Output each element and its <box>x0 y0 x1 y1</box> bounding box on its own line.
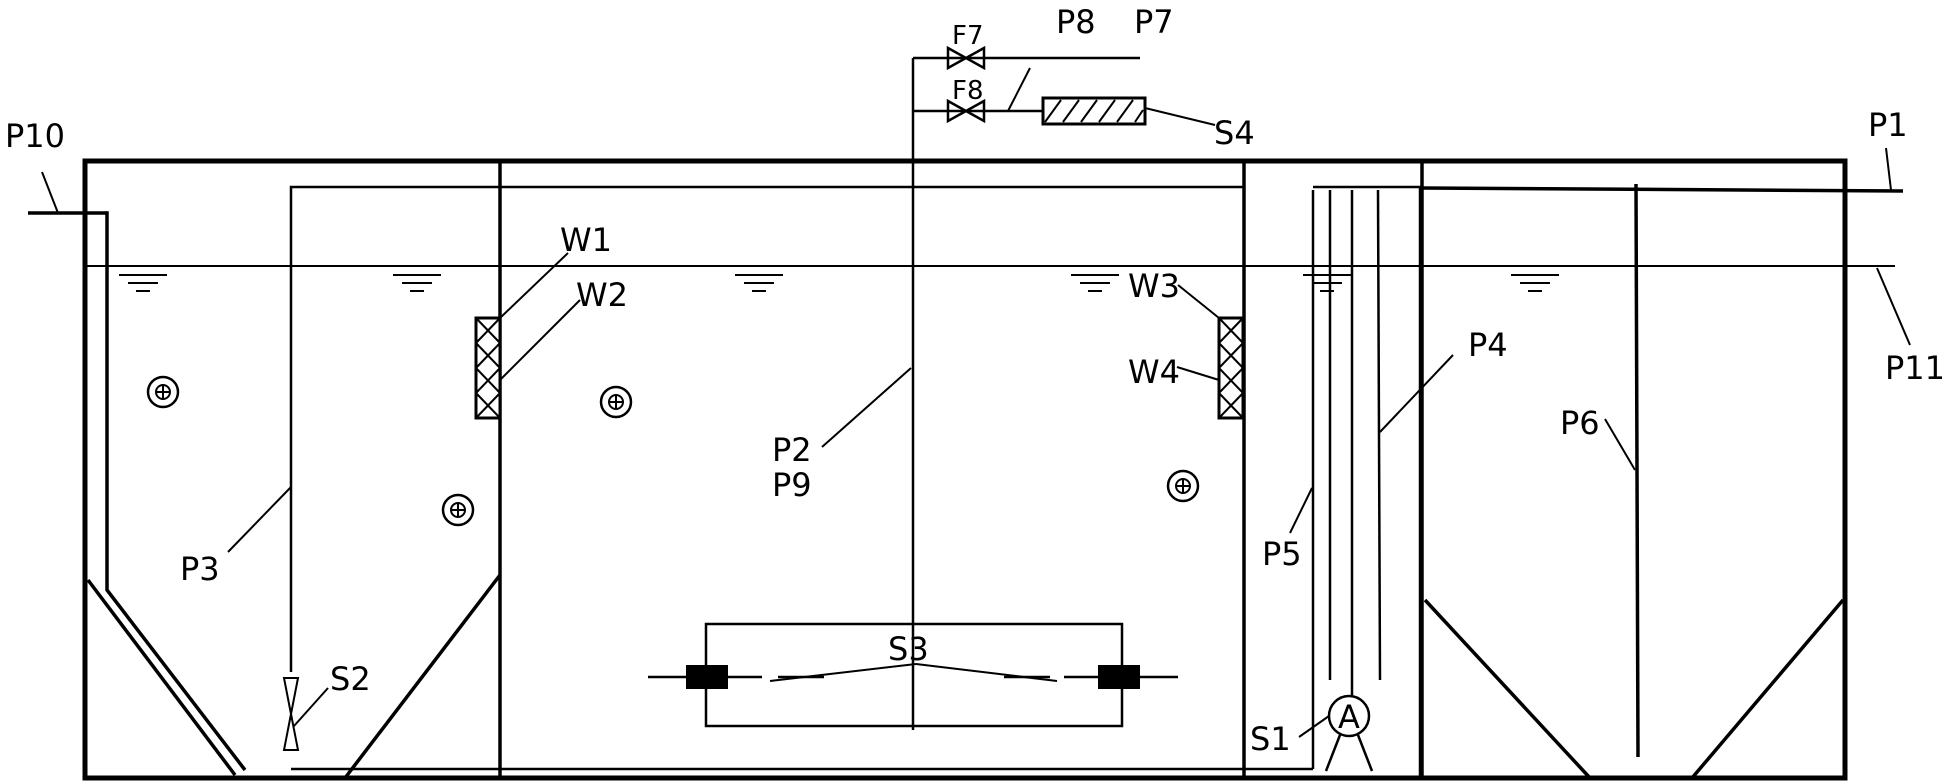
pipe-p4 <box>1376 189 1382 681</box>
water-level-icon <box>735 274 783 292</box>
filter-s4 <box>1041 96 1147 126</box>
aerator-diffuser-icon <box>441 493 475 527</box>
valve-icon <box>946 98 986 124</box>
label-f7: F7 <box>952 21 984 51</box>
label-p7: P7 <box>1134 3 1174 41</box>
water-level-icon <box>119 274 167 292</box>
mixer-s2 <box>282 677 300 751</box>
valve-f7[interactable] <box>946 45 986 71</box>
pipe-p1 <box>1421 186 1904 193</box>
screen-w1-w2 <box>474 316 502 420</box>
label-p1: P1 <box>1868 106 1908 144</box>
label-w1: W1 <box>560 221 612 259</box>
label-p5: P5 <box>1262 535 1302 573</box>
water-level-markers <box>119 274 1559 292</box>
water-level-icon <box>1511 274 1559 292</box>
water-level-icon <box>1303 274 1351 292</box>
pipes <box>28 56 1904 778</box>
hopper-slope-left-outer <box>86 578 237 777</box>
label-p2: P2 <box>772 431 812 469</box>
labels: P10 P1 P11 F7 F8 P8 P7 S4 W1 W2 W3 W4 P2… <box>5 3 1945 758</box>
water-level-icon <box>393 274 441 292</box>
tank-outline <box>82 158 1848 781</box>
valve-f8[interactable] <box>946 98 986 124</box>
inlet-baffle <box>105 211 247 772</box>
membrane-module-s3 <box>648 622 1178 728</box>
label-s2: S2 <box>330 660 371 698</box>
label-f8: F8 <box>952 76 984 106</box>
aerator-diffuser-icon <box>599 385 633 419</box>
label-p6: P6 <box>1560 404 1600 442</box>
label-w4: W4 <box>1128 353 1180 391</box>
propeller-mixer-icon <box>282 677 300 751</box>
label-p3: P3 <box>180 550 220 588</box>
label-p4: P4 <box>1468 326 1508 364</box>
membrane-module-icon <box>648 622 1178 728</box>
label-w3: W3 <box>1128 267 1180 305</box>
pipe-p6 <box>1634 183 1640 758</box>
label-w2: W2 <box>576 276 628 314</box>
filter-cartridge-icon <box>1041 96 1147 126</box>
pump-s1[interactable]: A <box>1324 694 1374 772</box>
label-p11: P11 <box>1885 349 1945 387</box>
pipe-p3 <box>289 185 1244 672</box>
hopper-slope-right-2 <box>1690 598 1845 780</box>
pump-icon: A <box>1324 694 1374 772</box>
valve-icon <box>946 45 986 71</box>
aerators <box>146 375 1200 527</box>
leader-lines <box>41 67 1911 738</box>
screen-w3-w4 <box>1217 316 1245 420</box>
label-p9: P9 <box>772 466 812 504</box>
pump-symbol: A <box>1338 698 1360 736</box>
label-s4: S4 <box>1214 114 1255 152</box>
hopper-slope-right-1 <box>1423 598 1592 780</box>
aerator-diffuser-icon <box>1166 469 1200 503</box>
aerator-diffuser-icon <box>146 375 180 409</box>
tank-structure <box>82 158 1895 781</box>
label-p10: P10 <box>5 117 65 155</box>
water-level-icon <box>1071 274 1119 292</box>
label-p8: P8 <box>1056 3 1096 41</box>
label-s3: S3 <box>888 630 929 668</box>
label-s1: S1 <box>1250 720 1291 758</box>
hopper-slope-left-inner <box>343 573 502 780</box>
